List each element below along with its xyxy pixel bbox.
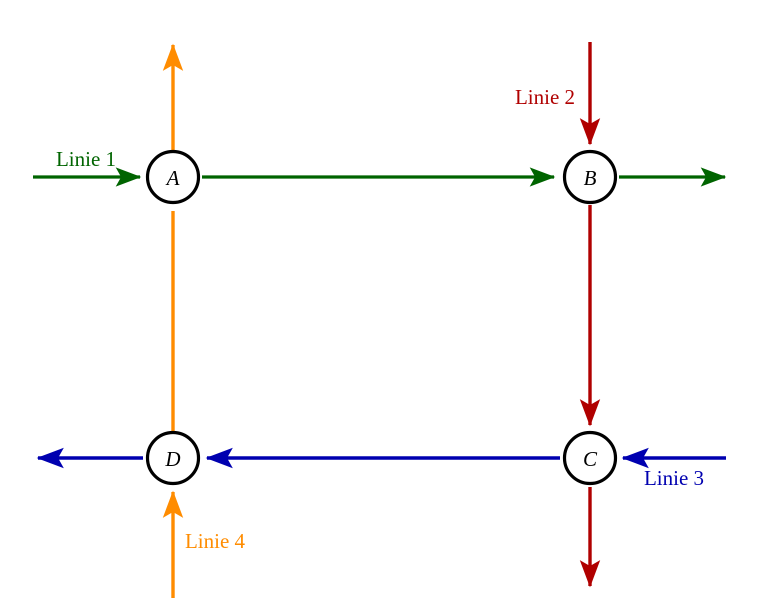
node-c-circle[interactable] bbox=[562, 430, 618, 486]
node-d[interactable]: D bbox=[145, 430, 201, 486]
node-a-label: A bbox=[165, 166, 180, 190]
node-c-label: C bbox=[583, 447, 598, 471]
node-d-circle[interactable] bbox=[145, 430, 201, 486]
node-d-label: D bbox=[164, 447, 180, 471]
linie-3-label: Linie 3 bbox=[644, 466, 704, 490]
node-b-label: B bbox=[584, 166, 597, 190]
linie-1-label: Linie 1 bbox=[56, 147, 116, 171]
linie-4-label: Linie 4 bbox=[185, 529, 246, 553]
node-b[interactable]: B bbox=[562, 149, 618, 205]
node-a-circle[interactable] bbox=[145, 149, 201, 205]
node-c[interactable]: C bbox=[562, 430, 618, 486]
node-b-circle[interactable] bbox=[562, 149, 618, 205]
linie-2-label: Linie 2 bbox=[515, 85, 575, 109]
node-a[interactable]: A bbox=[145, 149, 201, 205]
